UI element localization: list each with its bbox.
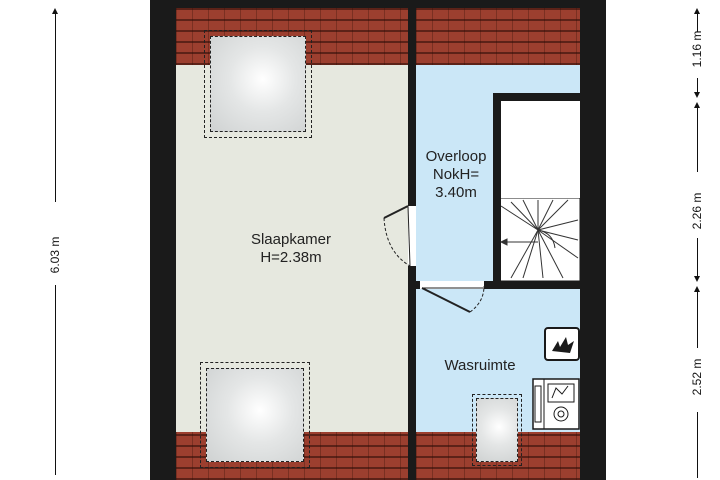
skylight-icon (204, 30, 312, 138)
slaapkamer-name: Slaapkamer (250, 231, 332, 248)
stairwell-void (501, 101, 580, 198)
outer-wall-top (150, 0, 606, 8)
stairwell-wall-top (493, 93, 580, 101)
washing-machine-icon (532, 378, 580, 430)
stairwell-wall-left (493, 93, 501, 203)
overloop-name: Overloop (425, 148, 487, 165)
dim-middle-label: 2.26 m (690, 192, 704, 230)
slaapkamer-height: H=2.38m (260, 249, 322, 266)
interior-wall-vertical (408, 0, 416, 206)
skylight-glass (476, 398, 518, 462)
skylight-icon (200, 362, 310, 468)
overloop-label: Overloop NokH= 3.40m (416, 148, 496, 202)
dim-bottom-line-a (697, 292, 698, 348)
dim-top-start-tick (694, 8, 700, 14)
boiler-icon (544, 327, 580, 361)
slaapkamer-label: Slaapkamer H=2.38m (216, 231, 366, 267)
outer-wall-right (580, 0, 606, 480)
roof-tiles-top-right (416, 8, 580, 65)
interior-wall-horizontal (408, 281, 420, 289)
dim-bottom-label: 2.52 m (690, 358, 704, 396)
dim-top-line-b (697, 78, 698, 92)
dim-total-top-tick (52, 8, 58, 14)
door-swing-icon (421, 285, 485, 313)
interior-wall-horizontal-right (484, 281, 580, 289)
dim-middle-line-a (697, 108, 698, 172)
dim-top-line-a (697, 12, 698, 32)
dim-total-label: 6.03 m (48, 236, 62, 274)
interior-wall-vertical-lower (408, 266, 416, 480)
dim-middle-start-tick (694, 102, 700, 108)
outer-wall-left (150, 0, 176, 480)
dim-middle-line-b (697, 238, 698, 276)
skylight-glass (210, 36, 306, 132)
dim-middle-end-tick (694, 276, 700, 282)
dim-top-end-tick (694, 92, 700, 98)
dim-total-line-bottom (55, 285, 56, 475)
dim-bottom-line-b (697, 412, 698, 478)
wasruimte-label: Wasruimte (444, 357, 516, 374)
skylight-icon (472, 394, 522, 466)
dim-total-line-top (55, 12, 56, 202)
overloop-height-value: 3.40m (435, 184, 477, 201)
skylight-glass (206, 368, 304, 462)
staircase-icon (493, 198, 580, 282)
dim-top-label: 1.16 m (690, 30, 704, 68)
door-swing-icon (383, 205, 411, 267)
dim-bottom-start-tick (694, 286, 700, 292)
overloop-height-label: NokH= (432, 166, 480, 183)
